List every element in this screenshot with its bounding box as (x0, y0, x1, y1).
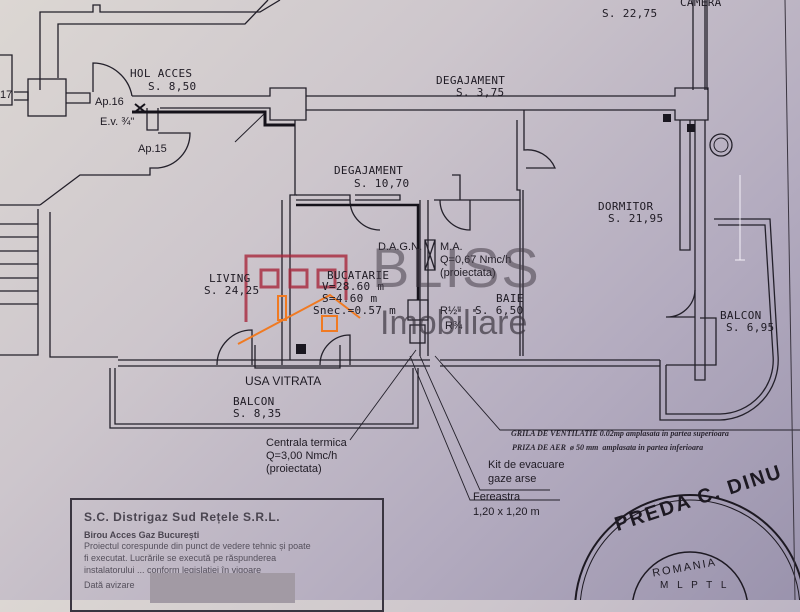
stamp-line-2: fi executat. Lucrările se execută pe răs… (84, 553, 277, 563)
room-baie-name: BAIE (496, 292, 524, 305)
room-camera-name: CAMERA (680, 0, 722, 9)
label-ev: E.v. ¾" (100, 116, 135, 128)
annotation-centrala-line1: Centrala termica (266, 437, 347, 449)
room-degajament-small-area: S. 3,75 (456, 86, 505, 99)
room-degajament-large-area: S. 10,70 (354, 177, 410, 190)
room-baie-area: S. 6,50 (475, 304, 524, 317)
room-bucatarie-name: BUCATARIE (327, 269, 390, 282)
room-bucatarie-volume: V=28.60 m (322, 280, 385, 293)
label-ap17: 17 (0, 89, 13, 101)
room-dormitor-name: DORMITOR (598, 200, 654, 213)
annotation-kit-line2: gaze arse (488, 473, 537, 485)
annotation-priza: PRIZA DE AER ø 50 mm amplasata in partea… (512, 443, 704, 452)
label-r-half: R½" (440, 305, 462, 317)
annotation-grila: GRILA DE VENTILATIE 0.02mp amplasata in … (511, 429, 729, 438)
room-bucatarie-surface: S=4.60 m (322, 292, 378, 305)
label-r-34: R¾ (445, 320, 463, 332)
annotation-centrala-line2: Q=3,00 Nmc/h (266, 450, 338, 462)
label-ap15: Ap.15 (138, 143, 167, 155)
room-balcon-bottom-area: S. 8,35 (233, 407, 282, 420)
label-ap16: Ap.16 (95, 96, 124, 108)
annotation-kit-line1: Kit de evacuare (488, 459, 565, 471)
room-hol-acces-name: HOL ACCES (130, 67, 193, 80)
room-camera-area: S. 22,75 (602, 7, 658, 20)
room-balcon-right-area: S. 6,95 (726, 321, 775, 334)
stamp-company: S.C. Distrigaz Sud Rețele S.R.L. (84, 510, 281, 524)
room-degajament-large-name: DEGAJAMENT (334, 164, 404, 177)
watermark-bliss: BLISS (372, 236, 541, 299)
stamp-line-3: instalatorului ... conform legislației î… (84, 565, 262, 575)
room-living-area: S. 24,25 (204, 284, 260, 297)
room-dormitor-area: S. 21,95 (608, 212, 664, 225)
redacted-area (150, 573, 295, 603)
watermark-imobiliare: Imobiliare (380, 304, 528, 342)
label-ma-q: Q=0,67 Nmc/h (440, 254, 512, 266)
label-ma: M.A. (440, 241, 463, 253)
room-living-name: LIVING (209, 272, 251, 285)
room-bucatarie-snec: Snec.=0.57 m (313, 304, 397, 317)
label-ma-proj: (proiectata) (440, 267, 496, 279)
room-degajament-small-name: DEGAJAMENT (436, 74, 506, 87)
room-hol-acces-area: S. 8,50 (148, 80, 197, 93)
room-balcon-right-name: BALCON (720, 309, 762, 322)
room-balcon-bottom-name: BALCON (233, 395, 275, 408)
label-dagn: D.A.G.N. (378, 241, 423, 253)
seal-ministry: M L P T L (660, 580, 730, 591)
annotation-centrala-line3: (proiectata) (266, 463, 322, 475)
stamp-line-1: Proiectul corespunde din punct de vedere… (84, 541, 311, 551)
stamp-office: Birou Acces Gaz București (84, 530, 200, 540)
annotation-fereastra-line1: Fereastra (473, 491, 521, 503)
annotation-fereastra-line2: 1,20 x 1,20 m (473, 506, 540, 518)
label-usa-vitrata: USA VITRATA (245, 374, 322, 388)
stamp-line-4: Dată avizare (84, 580, 135, 590)
